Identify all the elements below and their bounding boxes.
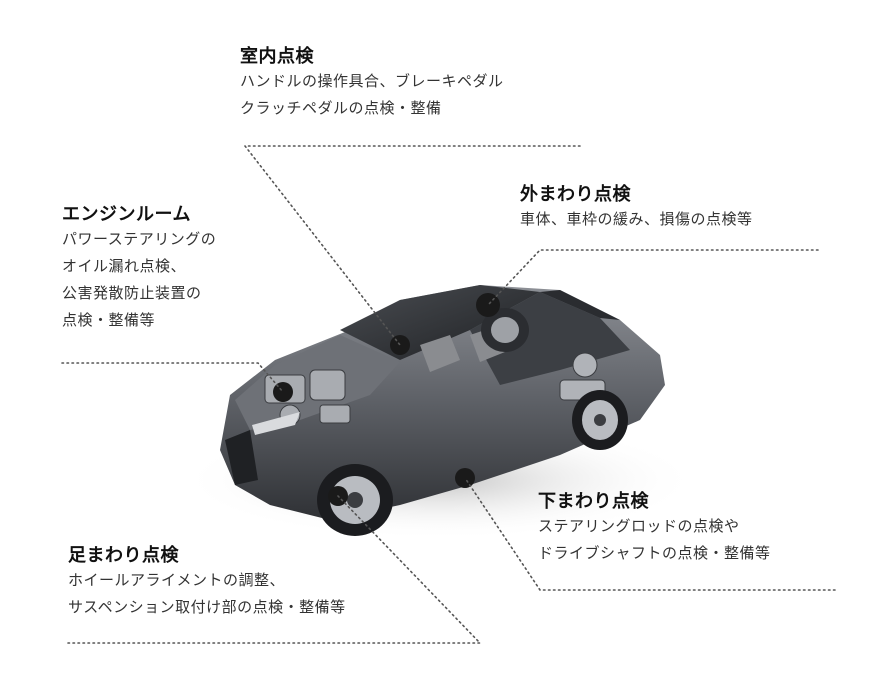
- callout-engine-room-line-1: パワーステアリングの: [62, 230, 217, 248]
- leader-line-exterior: [487, 249, 819, 306]
- callout-interior: 室内点検 ハンドルの操作具合、ブレーキペダル クラッチペダルの点検・整備: [240, 42, 504, 122]
- callout-engine-room-line-4: 点検・整備等: [62, 311, 156, 329]
- leader-line-underside: [464, 477, 836, 591]
- callout-exterior: 外まわり点検 車体、車枠の緩み、損傷の点検等: [520, 180, 753, 233]
- marker-dot-engine: [273, 382, 293, 402]
- car-headlight: [252, 412, 300, 435]
- rear-wheel-inner: [481, 308, 529, 352]
- callout-underside-line-1: ステアリングロッドの点検や: [538, 517, 740, 535]
- leader-line-interior: [243, 145, 581, 346]
- marker-dot-underside: [455, 468, 475, 488]
- callout-suspension-line-2: サスペンション取付け部の点検・整備等: [68, 598, 346, 616]
- callout-interior-line-2: クラッチペダルの点検・整備: [240, 99, 442, 117]
- callout-interior-title: 室内点検: [240, 46, 314, 67]
- callout-engine-room: エンジンルーム パワーステアリングの オイル漏れ点検、 公害発散防止装置の 点検…: [62, 200, 216, 334]
- callout-exterior-title: 外まわり点検: [520, 184, 631, 205]
- callout-engine-room-line-3: 公害発散防止装置の: [62, 284, 202, 302]
- callout-interior-line-1: ハンドルの操作具合、ブレーキペダル: [240, 72, 504, 90]
- car-rear-window: [540, 290, 620, 320]
- leader-line-suspension: [67, 495, 482, 644]
- callout-suspension-line-1: ホイールアライメントの調整、: [68, 571, 286, 589]
- callout-suspension: 足まわり点検 ホイールアライメントの調整、 サスペンション取付け部の点検・整備等: [68, 541, 346, 621]
- callout-exterior-line-1: 車体、車枠の緩み、損傷の点検等: [520, 210, 753, 228]
- callout-underside: 下まわり点検 ステアリングロッドの点検や ドライブシャフトの点検・整備等: [538, 487, 771, 567]
- callout-engine-room-title: エンジンルーム: [62, 204, 191, 225]
- car-grille: [225, 430, 258, 485]
- rear-wheel: [572, 390, 628, 450]
- callout-suspension-title: 足まわり点検: [68, 545, 179, 566]
- leader-line-engine: [61, 362, 284, 393]
- callout-engine-room-line-2: オイル漏れ点検、: [62, 257, 187, 275]
- callout-underside-line-2: ドライブシャフトの点検・整備等: [538, 544, 771, 562]
- callout-underside-title: 下まわり点検: [538, 491, 649, 512]
